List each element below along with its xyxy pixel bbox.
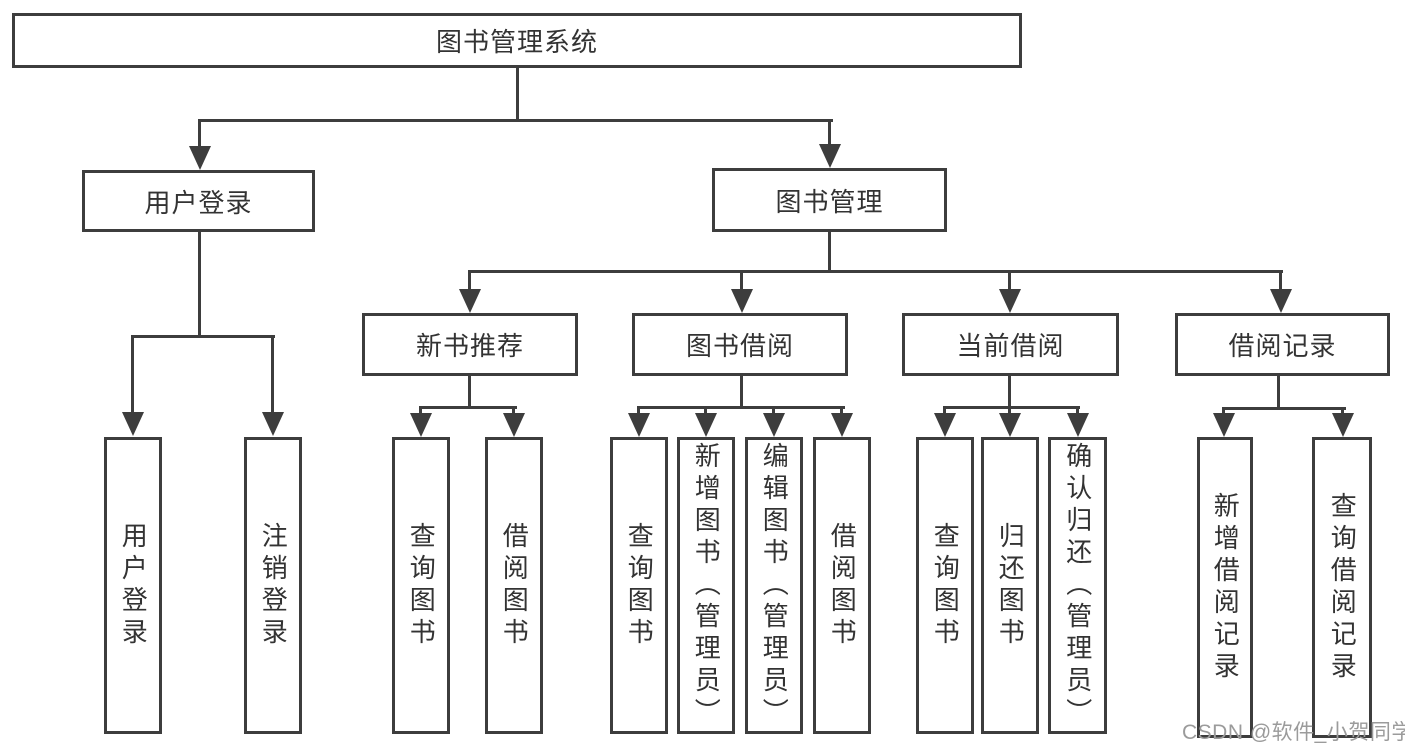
connector-stem	[740, 270, 743, 291]
connector-stem	[828, 119, 831, 148]
leaf-add-borrow-record: 新增借阅记录	[1197, 437, 1253, 738]
arrow-down-icon	[1067, 413, 1089, 437]
connector-stem	[637, 406, 640, 415]
connector-stem	[131, 335, 134, 414]
arrow-down-icon	[934, 413, 956, 437]
arrow-down-icon	[410, 413, 432, 437]
connector-root-stem	[516, 66, 519, 120]
leaf-add-book-admin: 新增图书（管理员）	[677, 437, 735, 734]
connector-stem	[1008, 406, 1011, 415]
leaf-label: 借阅图书	[827, 521, 858, 650]
arrow-down-icon	[122, 412, 144, 436]
arrow-down-icon	[731, 289, 753, 313]
connector-current-stem	[1008, 375, 1011, 408]
leaf-label: 借阅图书	[499, 521, 530, 650]
leaf-label: 查询图书	[930, 521, 961, 650]
leaf-label: 归还图书	[995, 521, 1026, 650]
csdn-watermark: CSDN @软件_小贺同学	[1182, 721, 1405, 744]
arrow-down-icon	[1213, 413, 1235, 437]
arrow-down-icon	[1270, 289, 1292, 313]
leaf-borrow-books: 借阅图书	[485, 437, 543, 734]
arrow-down-icon	[819, 144, 841, 168]
node-borrow-records: 借阅记录	[1175, 313, 1390, 376]
connector-recommend-hline	[419, 406, 517, 409]
connector-stem	[772, 406, 775, 415]
node-current-borrow: 当前借阅	[902, 313, 1119, 376]
node-book-management: 图书管理	[712, 168, 947, 232]
leaf-label: 编辑图书（管理员）	[759, 441, 790, 730]
arrow-down-icon	[831, 413, 853, 437]
leaf-label: 新增图书（管理员）	[691, 441, 722, 730]
leaf-edit-book-admin: 编辑图书（管理员）	[745, 437, 803, 734]
connector-login-hline	[131, 335, 275, 338]
node-book-borrow: 图书借阅	[632, 313, 848, 376]
leaf-query-borrow-record: 查询借阅记录	[1312, 437, 1372, 738]
arrow-down-icon	[262, 412, 284, 436]
connector-stem	[1222, 407, 1225, 415]
connector-mgmt-hline	[468, 270, 1283, 273]
arrow-down-icon	[999, 289, 1021, 313]
leaf-label: 查询图书	[624, 521, 655, 650]
arrow-down-icon	[695, 413, 717, 437]
connector-root-hline	[198, 119, 833, 122]
leaf-label: 查询借阅记录	[1327, 491, 1358, 684]
connector-stem	[271, 335, 274, 414]
arrow-down-icon	[459, 289, 481, 313]
connector-mgmt-stem	[828, 231, 831, 272]
leaf-label: 新增借阅记录	[1210, 491, 1241, 684]
connector-stem	[840, 406, 843, 415]
connector-borrow-hline	[637, 406, 845, 409]
leaf-label: 注销登录	[258, 521, 289, 650]
connector-records-hline	[1222, 407, 1346, 410]
connector-stem	[1341, 407, 1344, 415]
connector-stem	[1008, 270, 1011, 291]
leaf-confirm-return-admin: 确认归还（管理员）	[1048, 437, 1107, 734]
node-new-book-recommend: 新书推荐	[362, 313, 578, 376]
arrow-down-icon	[763, 413, 785, 437]
arrow-down-icon	[999, 413, 1021, 437]
connector-current-hline	[943, 406, 1080, 409]
connector-stem	[198, 119, 201, 148]
leaf-borrow-books: 借阅图书	[813, 437, 871, 734]
connector-stem	[1076, 406, 1079, 415]
leaf-query-books: 查询图书	[610, 437, 668, 734]
leaf-logout: 注销登录	[244, 437, 302, 734]
leaf-label: 用户登录	[118, 521, 149, 650]
node-root-library-system: 图书管理系统	[12, 13, 1022, 68]
arrow-down-icon	[189, 146, 211, 170]
connector-records-stem	[1277, 376, 1280, 409]
leaf-label: 查询图书	[406, 521, 437, 650]
leaf-label: 确认归还（管理员）	[1062, 441, 1093, 730]
connector-stem	[419, 406, 422, 415]
connector-stem	[943, 406, 946, 415]
arrow-down-icon	[503, 413, 525, 437]
leaf-return-books: 归还图书	[981, 437, 1039, 734]
connector-stem	[468, 270, 471, 291]
connector-stem	[704, 406, 707, 415]
leaf-query-books: 查询图书	[392, 437, 450, 734]
arrow-down-icon	[1332, 413, 1354, 437]
leaf-user-login: 用户登录	[104, 437, 162, 734]
connector-login-stem	[198, 231, 201, 337]
leaf-query-books: 查询图书	[916, 437, 974, 734]
node-user-login: 用户登录	[82, 170, 315, 232]
connector-stem	[1279, 270, 1282, 291]
arrow-down-icon	[628, 413, 650, 437]
connector-stem	[512, 406, 515, 415]
connector-borrow-stem	[740, 375, 743, 408]
connector-recommend-stem	[468, 375, 471, 408]
